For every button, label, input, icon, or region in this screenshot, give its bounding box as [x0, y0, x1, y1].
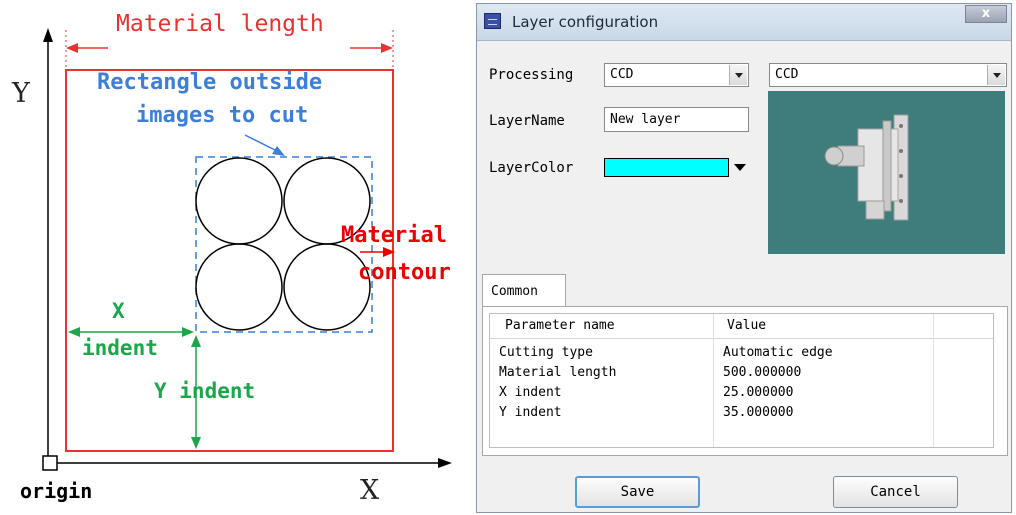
dialog-titlebar[interactable]: Layer configuration x	[477, 4, 1011, 41]
origin-label: origin	[20, 481, 92, 501]
cut-circle-4	[284, 244, 370, 330]
x-indent-label-line2: indent	[82, 338, 158, 359]
tab-common[interactable]: Common	[482, 274, 566, 307]
y-axis-arrow	[43, 28, 53, 42]
rectangle-pointer-arrow	[272, 146, 285, 156]
rectangle-label-line1: Rectangle outside	[97, 72, 322, 94]
chevron-down-icon[interactable]	[987, 65, 1005, 85]
origin-square	[43, 456, 57, 470]
table-row[interactable]: Cutting type Automatic edge	[490, 344, 993, 364]
ccd-preview-image	[768, 91, 1005, 254]
material-contour-line1: Material	[341, 225, 447, 247]
x-axis-label: X	[360, 477, 379, 504]
common-tab-panel: Parameter name Value Cutting type Automa…	[482, 306, 1008, 456]
table-header-row: Parameter name Value	[490, 314, 993, 339]
parameter-table: Parameter name Value Cutting type Automa…	[489, 313, 994, 448]
save-button[interactable]: Save	[575, 476, 700, 508]
color-dropdown-icon[interactable]	[734, 164, 746, 171]
cancel-button[interactable]: Cancel	[833, 476, 958, 508]
y-axis-label: Y	[12, 80, 30, 107]
layer-name-input[interactable]: New layer	[604, 107, 749, 132]
parameter-name-cell: Cutting type	[499, 344, 593, 362]
layer-color-swatch[interactable]	[604, 158, 729, 177]
length-arrow-left	[66, 43, 78, 53]
layer-color-label: LayerColor	[489, 160, 573, 176]
cutting-diagram: Material length Rectangle outside images…	[0, 0, 470, 515]
table-row[interactable]: Material length 500.000000	[490, 364, 993, 384]
processing-label: Processing	[489, 67, 573, 83]
processing-device-select[interactable]: CCD	[769, 63, 1007, 87]
parameter-name-cell: Material length	[499, 364, 616, 382]
processing-select-value: CCD	[610, 67, 633, 82]
tab-common-label: Common	[491, 284, 538, 299]
parameter-value-cell[interactable]: 500.000000	[723, 364, 801, 382]
cut-circle-3	[196, 244, 282, 330]
column-header-value[interactable]: Value	[727, 318, 766, 333]
rectangle-label-line2: images to cut	[136, 105, 308, 127]
x-indent-label-line1: X	[112, 301, 125, 322]
x-indent-arrow-right	[182, 327, 194, 337]
x-indent-arrow-left	[68, 327, 80, 337]
processing-device-value: CCD	[775, 67, 798, 82]
app-icon	[484, 13, 501, 29]
ccd-device-illustration	[768, 91, 1005, 254]
material-contour-line2: contour	[358, 262, 451, 284]
material-length-label: Material length	[116, 13, 324, 36]
close-button[interactable]: x	[965, 5, 1007, 23]
cut-circle-1	[196, 158, 282, 244]
layer-name-value: New layer	[610, 112, 680, 127]
processing-select[interactable]: CCD	[604, 63, 749, 87]
layer-configuration-dialog: Layer configuration x Processing CCD CCD…	[476, 3, 1012, 513]
y-indent-arrow-top	[191, 335, 201, 347]
table-row[interactable]: X indent 25.000000	[490, 384, 993, 404]
y-indent-label: Y indent	[154, 381, 255, 402]
column-header-parameter-name[interactable]: Parameter name	[505, 318, 615, 333]
y-indent-arrow-bottom	[191, 437, 201, 449]
close-icon: x	[982, 6, 990, 21]
parameter-name-cell: Y indent	[499, 404, 562, 422]
parameter-name-cell: X indent	[499, 384, 562, 402]
x-axis-arrow	[438, 458, 452, 468]
parameter-value-cell[interactable]: Automatic edge	[723, 344, 833, 362]
dialog-title: Layer configuration	[512, 13, 658, 31]
parameter-value-cell[interactable]: 35.000000	[723, 404, 793, 422]
parameter-value-cell[interactable]: 25.000000	[723, 384, 793, 402]
layer-name-label: LayerName	[489, 113, 565, 129]
table-row[interactable]: Y indent 35.000000	[490, 404, 993, 424]
chevron-down-icon[interactable]	[729, 65, 747, 85]
length-arrow-right	[381, 43, 393, 53]
